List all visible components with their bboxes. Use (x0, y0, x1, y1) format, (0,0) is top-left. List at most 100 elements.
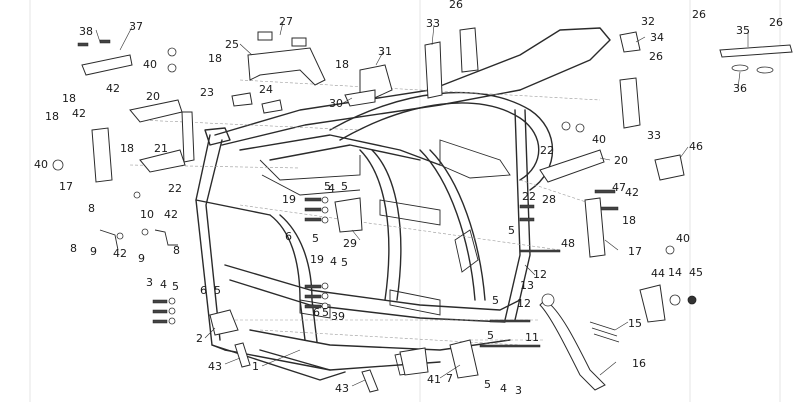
callout-42: 42 (164, 208, 178, 221)
callout-4: 4 (328, 182, 335, 195)
callout-14: 14 (668, 266, 682, 279)
callout-31: 31 (378, 45, 392, 58)
callout-6: 6 (200, 284, 207, 297)
callout-38: 38 (79, 25, 93, 38)
plate-29 (334, 197, 363, 233)
callout-8: 8 (88, 202, 95, 215)
page-guides (29, 0, 781, 402)
callout-43: 43 (208, 360, 222, 373)
callout-5: 5 (508, 224, 515, 237)
callout-18: 18 (622, 214, 636, 227)
callout-labels: 1 2 3 3 4 4 4 4 5 5 5 5 5 5 5 5 5 5 5 6 … (34, 0, 783, 397)
callout-6: 6 (285, 230, 292, 243)
plate-17 (91, 127, 113, 183)
callout-48: 48 (561, 237, 575, 250)
callout-36: 36 (733, 82, 747, 95)
bracket-46 (654, 154, 685, 181)
callout-34: 34 (650, 31, 664, 44)
bracket-23 (181, 111, 195, 163)
callout-20: 20 (614, 154, 628, 167)
callout-17: 17 (59, 180, 73, 193)
callout-22: 22 (522, 190, 536, 203)
main-frame (129, 27, 611, 381)
callout-5: 5 (172, 280, 179, 293)
callout-40: 40 (592, 133, 606, 146)
bracket-33 (424, 41, 443, 99)
plate-17-right (584, 197, 606, 258)
callout-32: 32 (641, 15, 655, 28)
callout-29: 29 (343, 237, 357, 250)
bracket-41 (399, 347, 429, 376)
switch-44 (639, 284, 666, 323)
callout-42: 42 (113, 247, 127, 260)
callout-26: 26 (649, 50, 663, 63)
bracket-20 (129, 99, 183, 123)
callout-24: 24 (259, 83, 273, 96)
callout-43: 43 (335, 382, 349, 395)
bolt-11 (479, 344, 541, 348)
callout-5: 5 (484, 378, 491, 391)
callout-28: 28 (542, 193, 556, 206)
callout-18: 18 (335, 58, 349, 71)
callout-13: 13 (520, 279, 534, 292)
callout-18: 18 (120, 142, 134, 155)
callout-6: 6 (313, 306, 320, 319)
bolt-12 (489, 319, 531, 323)
callout-3: 3 (146, 276, 153, 289)
callout-18: 18 (45, 110, 59, 123)
callout-2: 2 (196, 332, 203, 345)
callout-33: 33 (647, 129, 661, 142)
bracket-37 (81, 54, 133, 76)
callout-37: 37 (129, 20, 143, 33)
bracket-20-right (539, 149, 605, 183)
callout-17: 17 (628, 245, 642, 258)
bracket-2 (209, 309, 239, 336)
callout-16: 16 (632, 357, 646, 370)
callout-23: 23 (200, 86, 214, 99)
callout-5: 5 (214, 284, 221, 297)
callout-20: 20 (146, 90, 160, 103)
callout-33: 33 (426, 17, 440, 30)
callout-4: 4 (500, 382, 507, 395)
rail-35 (719, 44, 793, 58)
callout-47: 47 (612, 181, 626, 194)
callout-25: 25 (225, 38, 239, 51)
callout-44: 44 (651, 267, 665, 280)
callout-9: 9 (90, 245, 97, 258)
callout-30: 30 (329, 97, 343, 110)
callout-26: 26 (769, 16, 783, 29)
callout-4: 4 (330, 255, 337, 268)
clip-24 (231, 92, 253, 107)
side-stand-16 (539, 299, 606, 391)
washer-14 (669, 294, 681, 306)
callout-18: 18 (62, 92, 76, 105)
bolt-stack-upper (304, 196, 329, 224)
callout-42: 42 (106, 82, 120, 95)
parts (52, 27, 793, 393)
callout-10: 10 (140, 208, 154, 221)
bolt-stack-left (152, 297, 176, 325)
callout-1: 1 (252, 360, 259, 373)
callout-12: 12 (517, 297, 531, 310)
callout-5: 5 (341, 256, 348, 269)
nut-45 (687, 295, 697, 305)
callout-22: 22 (540, 144, 554, 157)
callout-35: 35 (736, 24, 750, 37)
callout-7: 7 (446, 372, 453, 385)
callout-40: 40 (34, 158, 48, 171)
callout-42: 42 (72, 107, 86, 120)
callout-5: 5 (312, 232, 319, 245)
callout-46: 46 (689, 140, 703, 153)
callout-3: 3 (515, 384, 522, 397)
callout-12: 12 (533, 268, 547, 281)
callout-11: 11 (525, 331, 539, 344)
plate-30 (344, 89, 376, 107)
callout-19: 19 (282, 193, 296, 206)
callout-39: 39 (331, 310, 345, 323)
callout-26: 26 (449, 0, 463, 11)
callout-26: 26 (692, 8, 706, 21)
callout-22: 22 (168, 182, 182, 195)
callout-27: 27 (279, 15, 293, 28)
pin-43 (234, 342, 251, 368)
